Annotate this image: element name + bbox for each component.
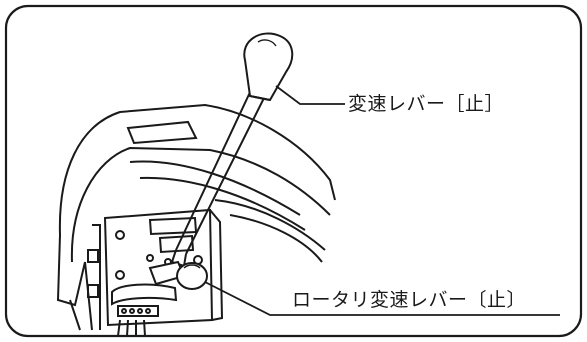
lever-box — [103, 208, 224, 337]
shift-lever-knob-icon — [243, 32, 294, 102]
rotary-shift-lever-knob-icon — [176, 262, 208, 290]
figure-frame — [4, 4, 583, 338]
shift-lever — [170, 87, 267, 268]
shift-lever-label: 変速レバー［止］ — [348, 93, 504, 115]
shift-lever-leader — [275, 85, 345, 105]
leader-lines — [204, 85, 560, 316]
rotary-shift-lever-label: ロータリ変速レバー〔止〕 — [292, 289, 526, 311]
machine-body — [56, 103, 336, 331]
rotary-shift-lever-leader — [204, 281, 560, 316]
